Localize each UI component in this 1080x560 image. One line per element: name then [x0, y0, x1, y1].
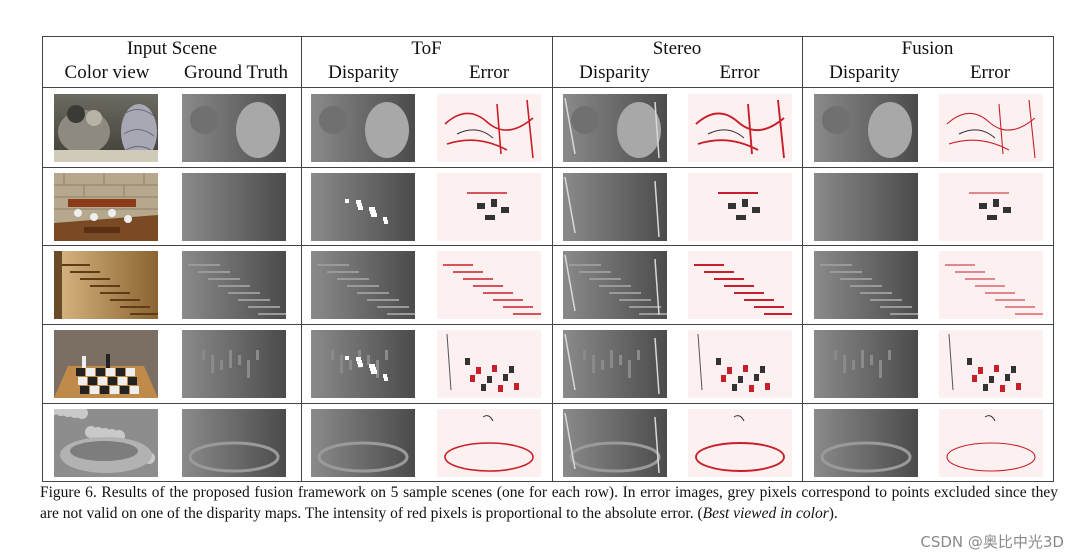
scene-4-ground-truth-image [182, 330, 286, 398]
column-header-stereo-error: Error [719, 62, 760, 83]
row-divider [43, 167, 1053, 168]
scene-4-fusion-disparity-image [814, 330, 918, 398]
group-divider [802, 37, 803, 481]
column-header-ground-truth: Ground Truth [184, 62, 288, 83]
scene-1-fusion-disparity-image [814, 94, 918, 162]
scene-4-tof-error-image [437, 330, 541, 398]
scene-1-ground-truth-image [182, 94, 286, 162]
scene-5-color-view-image [54, 409, 158, 477]
scene-3-tof-error-image [437, 251, 541, 319]
column-header-tof-error: Error [468, 62, 510, 83]
scene-5-ground-truth-image [182, 409, 286, 477]
group-title-stereo: Stereo [652, 38, 702, 59]
scene-4-color-view-image [54, 330, 158, 398]
column-header-fusion-disparity: Disparity [829, 62, 900, 83]
scene-2-stereo-error-image [688, 173, 792, 241]
row-divider [43, 403, 1053, 404]
scene-1-tof-error-image [437, 94, 541, 162]
results-figure-table: Input Scene ToF Stereo Fusion Color view… [42, 36, 1054, 482]
scene-3-ground-truth-image [182, 251, 286, 319]
scene-5-tof-error-image [437, 409, 541, 477]
caption-end: ). [828, 505, 838, 522]
scene-2-fusion-disparity-image [814, 173, 918, 241]
group-title-fusion: Fusion [901, 38, 954, 59]
group-title-input-scene: Input Scene [126, 38, 218, 59]
scene-3-fusion-error-image [939, 251, 1043, 319]
scene-3-stereo-error-image [688, 251, 792, 319]
scene-1-fusion-error-image [939, 94, 1043, 162]
header-divider [43, 87, 1053, 88]
scene-1-stereo-error-image [688, 94, 792, 162]
row-divider [43, 324, 1053, 325]
caption-emphasis: Best viewed in color [702, 505, 829, 522]
scene-1-stereo-disparity-image [563, 94, 667, 162]
row-divider [43, 245, 1053, 246]
caption-text: Figure 6. Results of the proposed fusion… [40, 484, 1058, 522]
column-header-color-view: Color view [64, 62, 150, 83]
scene-3-fusion-disparity-image [814, 251, 918, 319]
group-divider [301, 37, 302, 481]
scene-1-tof-disparity-image [311, 94, 415, 162]
scene-2-stereo-disparity-image [563, 173, 667, 241]
scene-4-tof-disparity-image [311, 330, 415, 398]
scene-2-ground-truth-image [182, 173, 286, 241]
column-header-fusion-error: Error [969, 62, 1011, 83]
watermark: CSDN @奥比中光3D [920, 533, 1064, 551]
group-title-tof: ToF [411, 38, 442, 59]
scene-4-fusion-error-image [939, 330, 1043, 398]
scene-5-tof-disparity-image [311, 409, 415, 477]
scene-5-fusion-error-image [939, 409, 1043, 477]
scene-5-stereo-error-image [688, 409, 792, 477]
group-divider [552, 37, 553, 481]
scene-4-stereo-error-image [688, 330, 792, 398]
scene-3-stereo-disparity-image [563, 251, 667, 319]
scene-3-color-view-image [54, 251, 158, 319]
scene-4-stereo-disparity-image [563, 330, 667, 398]
scene-2-tof-error-image [437, 173, 541, 241]
figure-caption: Figure 6. Results of the proposed fusion… [40, 482, 1058, 524]
scene-5-stereo-disparity-image [563, 409, 667, 477]
column-header-stereo-disparity: Disparity [579, 62, 650, 83]
scene-1-color-view-image [54, 94, 158, 162]
scene-2-tof-disparity-image [311, 173, 415, 241]
scene-2-color-view-image [54, 173, 158, 241]
scene-3-tof-disparity-image [311, 251, 415, 319]
scene-2-fusion-error-image [939, 173, 1043, 241]
scene-5-fusion-disparity-image [814, 409, 918, 477]
column-header-tof-disparity: Disparity [328, 62, 399, 83]
